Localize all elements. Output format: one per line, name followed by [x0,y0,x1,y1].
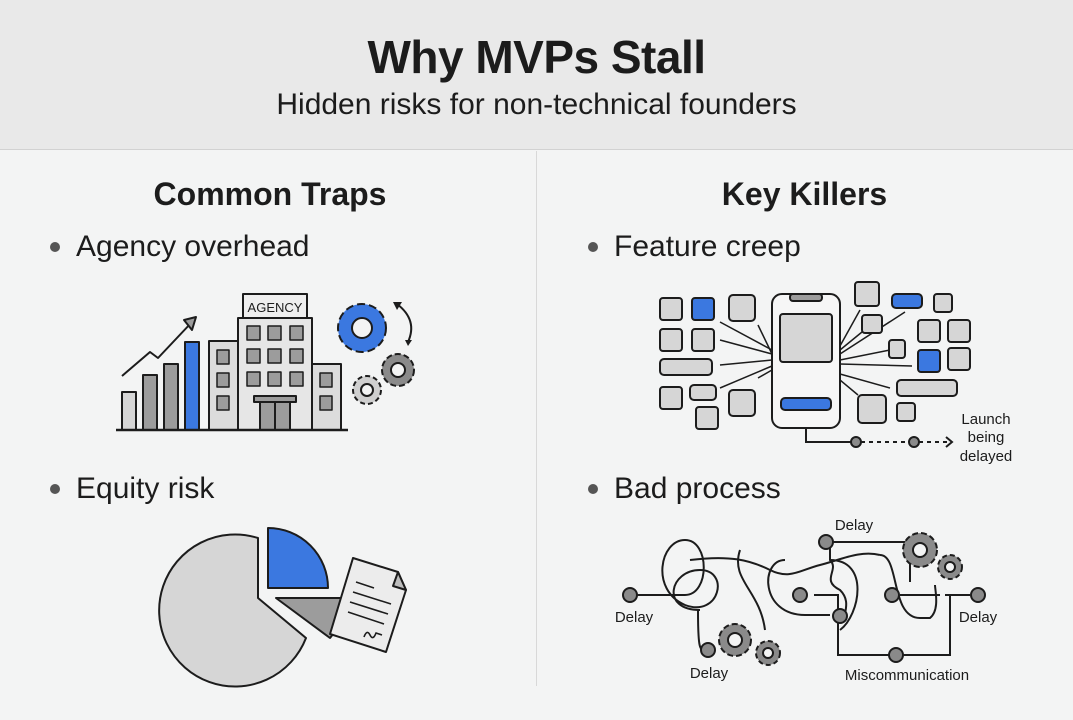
equity-pie-illustration [158,527,407,688]
common-traps-heading: Common Traps [153,176,387,212]
agency-illustration: AGENCY [116,293,415,432]
bullet-equity-risk: Equity risk [50,472,214,506]
bad-process-illustration: Delay Delay Delay Delay Miscommunication [615,517,998,684]
launch-caption-line2: being [968,429,1005,446]
bullet-dot [50,484,60,494]
gear-icon [337,303,415,405]
bullet-bad-process: Bad process [588,472,781,506]
miscommunication-label: Miscommunication [845,667,969,684]
bullet-label: Equity risk [76,472,215,505]
bullet-dot [588,484,598,494]
delay-label-left: Delay [615,609,654,626]
header: Why MVPs Stall Hidden risks for non-tech… [0,0,1073,150]
bullet-label: Agency overhead [76,230,310,263]
bullet-dot [50,242,60,252]
bullet-agency-overhead: Agency overhead [50,230,310,264]
contract-document-icon [329,557,407,653]
agency-sign-text: AGENCY [248,300,303,315]
bullet-label: Bad process [614,472,781,505]
delay-label-right: Delay [959,609,998,626]
feature-creep-illustration: Launch being delayed [659,281,1013,465]
launch-caption-line3: delayed [960,448,1013,465]
column-divider [536,151,537,686]
bullet-label: Feature creep [614,230,801,263]
delay-label-bottom-left: Delay [690,665,729,682]
bullet-feature-creep: Feature creep [588,230,801,264]
key-killers-heading: Key Killers [721,176,888,212]
page-title: Why MVPs Stall [367,31,706,83]
gear-icon [718,532,963,666]
delay-label-top: Delay [835,517,874,534]
bullet-dot [588,242,598,252]
page-subtitle: Hidden risks for non-technical founders [276,88,797,121]
launch-caption-line1: Launch [961,411,1010,428]
